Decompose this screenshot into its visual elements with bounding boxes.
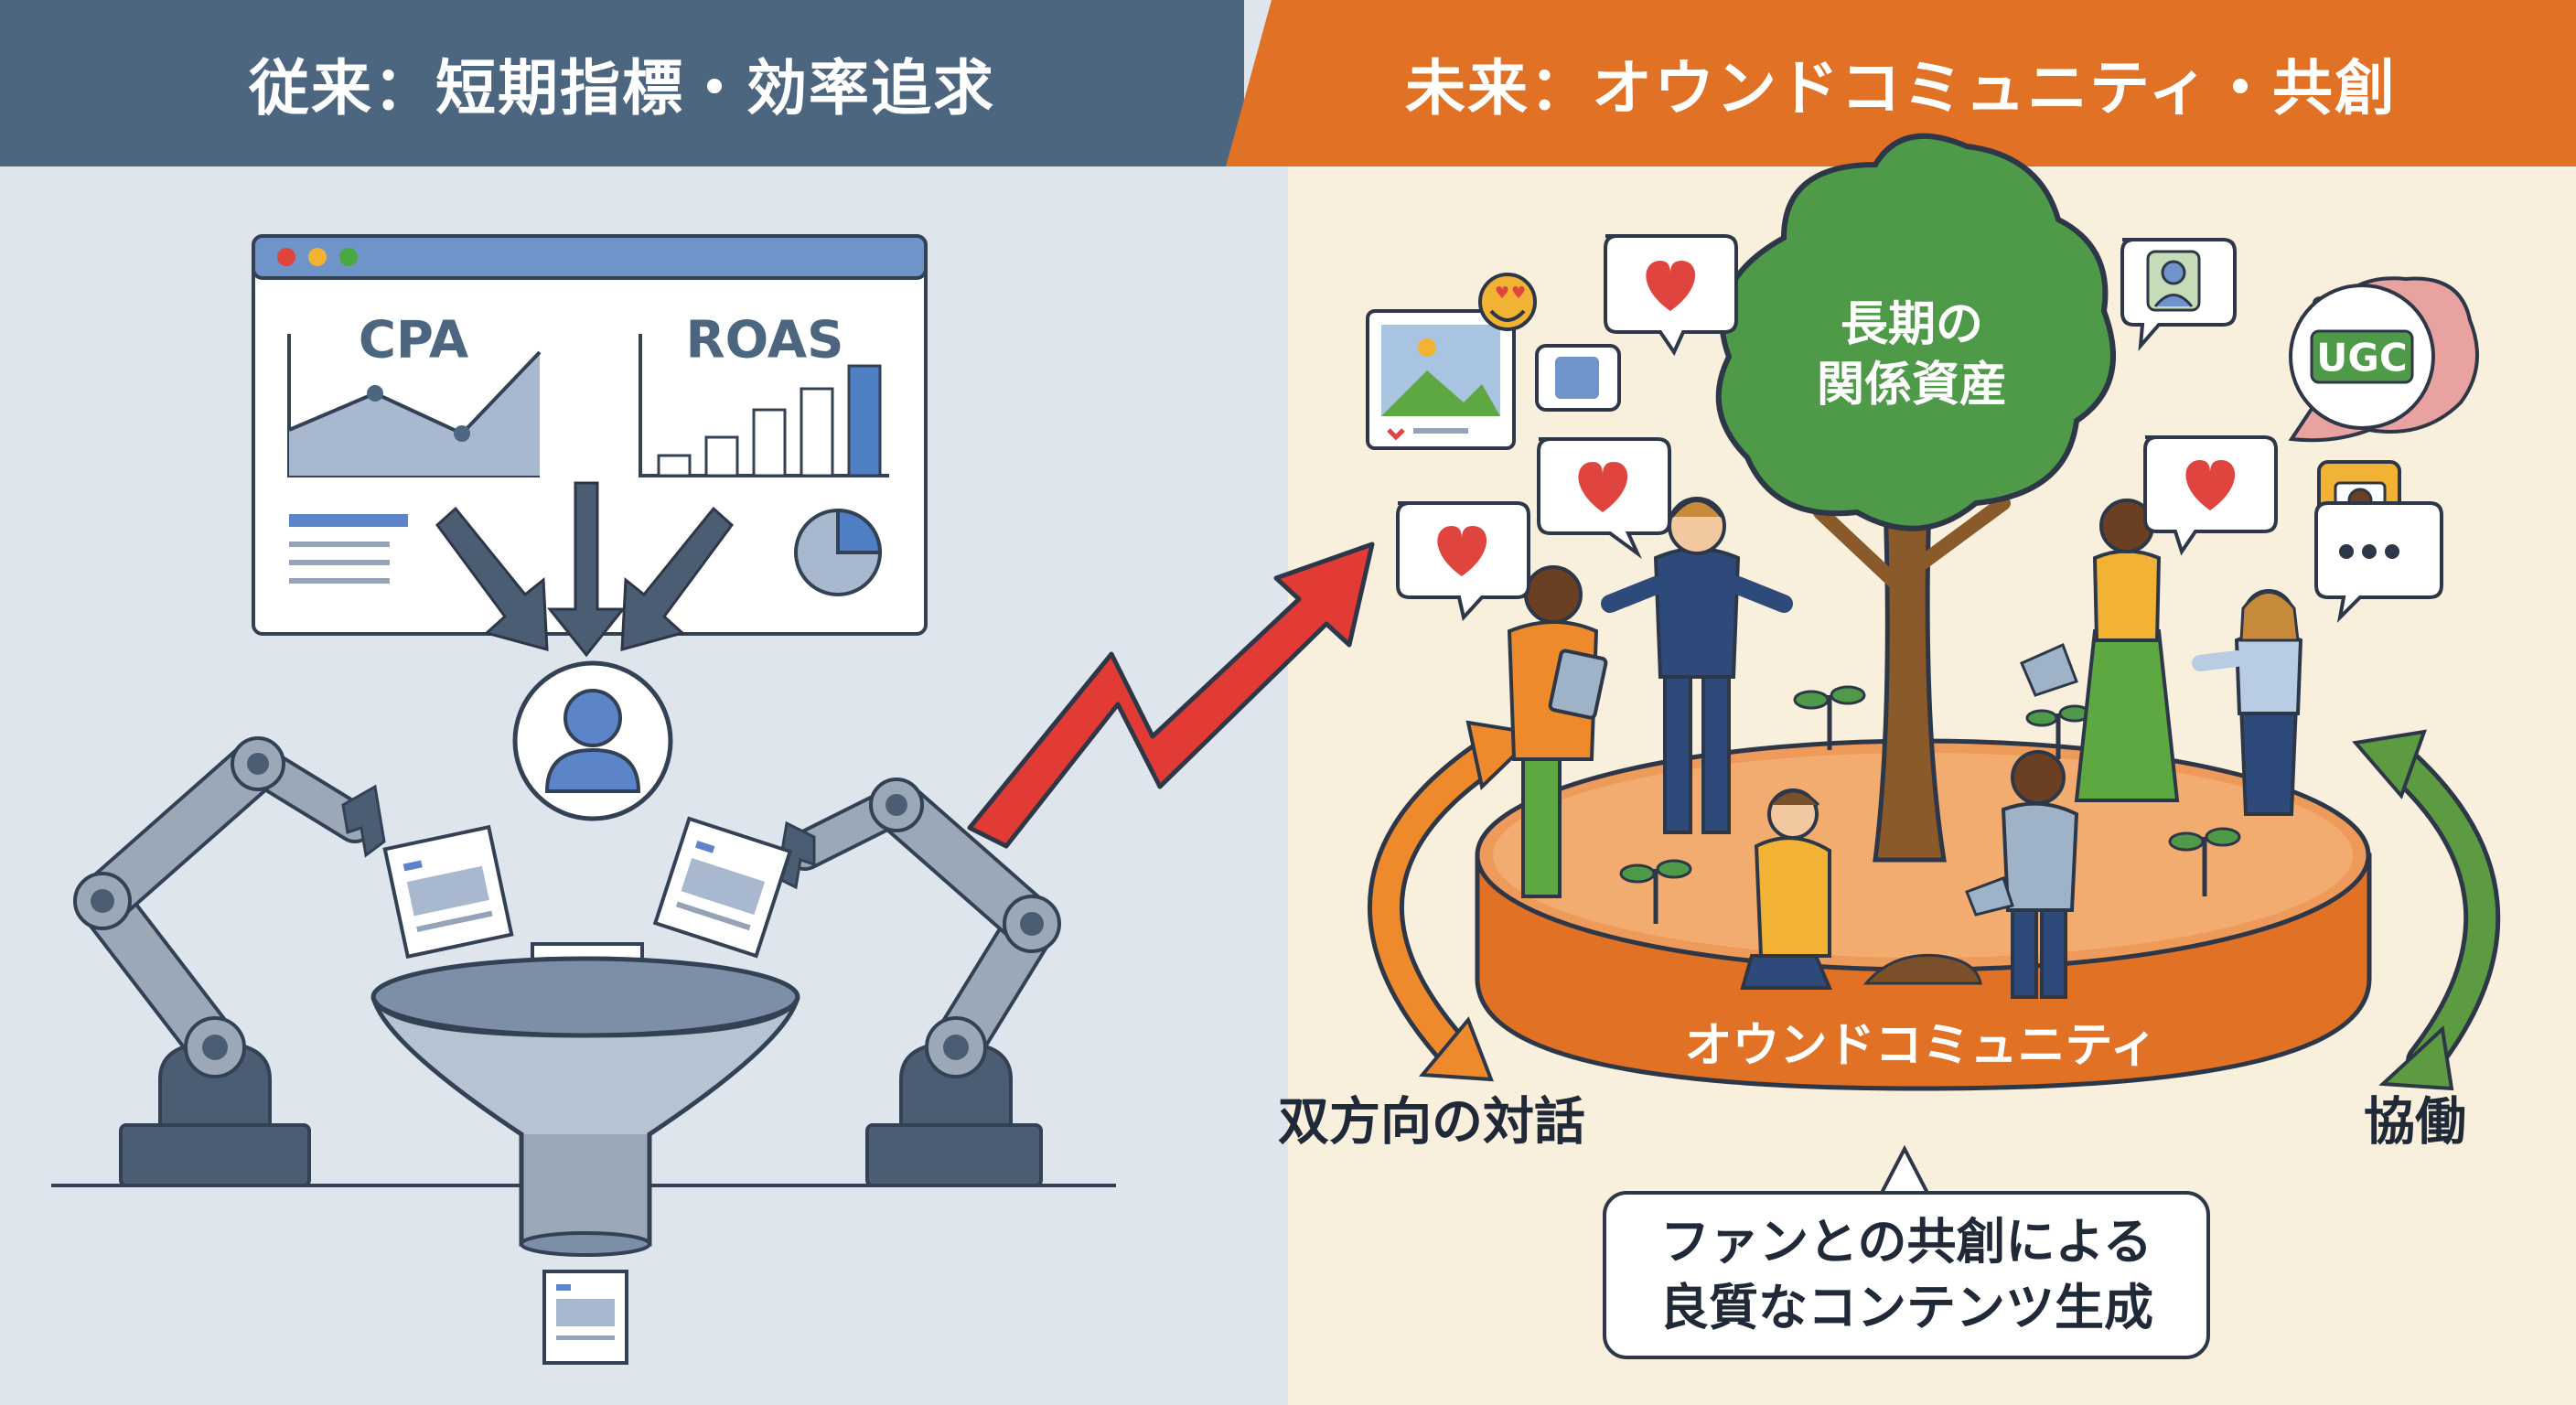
tree-label: 長期の 関係資産 — [1817, 295, 2007, 415]
heart-eyes-emoji-icon: ♥ ♥ — [1478, 273, 1537, 331]
roas-label: ROAS — [685, 310, 844, 370]
window-close-dot — [277, 248, 295, 266]
window-minimize-dot — [308, 248, 327, 266]
content-card — [652, 816, 793, 959]
collaboration-label: 協働 — [2364, 1092, 2466, 1153]
thumbs-up-icon — [1535, 344, 1621, 412]
tree-label-line-2: 関係資産 — [1816, 358, 2008, 413]
profile-bubble-icon — [2120, 238, 2237, 351]
photo-post-icon — [1366, 309, 1516, 450]
community-member-watering-woman — [2020, 499, 2180, 802]
target-user-avatar — [512, 660, 673, 821]
callout-tail — [1877, 1145, 1932, 1196]
heart-bubble-icon — [2143, 435, 2278, 556]
output-content-card — [542, 1270, 628, 1365]
ugc-bubble — [2288, 276, 2479, 443]
window-maximize-dot — [339, 248, 358, 266]
left-header-title: 従来：短期指標・効率追求 — [249, 53, 995, 123]
dialogue-cycle-arrow — [1368, 720, 1541, 1082]
community-member-waving — [2192, 589, 2303, 816]
heart-bubble-icon — [1537, 437, 1671, 560]
funnel-in-arrows — [435, 481, 735, 658]
cpa-line-chart — [287, 334, 542, 477]
text-line-placeholder — [289, 514, 408, 527]
left-header-band: 従来：短期指標・効率追求 — [0, 0, 1244, 166]
content-funnel — [370, 956, 800, 1257]
analytics-dashboard — [252, 234, 928, 636]
relationship-asset-tree — [1715, 133, 2116, 863]
sprouts — [1619, 685, 2241, 924]
svg-text:♥: ♥ — [1511, 284, 1526, 303]
community-member-with-tablet — [1507, 565, 1608, 898]
cpa-label: CPA — [358, 310, 469, 370]
soil-mound — [1862, 953, 1982, 985]
roas-bar-chart — [639, 334, 889, 477]
community-member-kneeling — [1740, 788, 1833, 990]
transition-trend-arrow — [967, 542, 1375, 849]
community-member-in-suit — [1601, 497, 1793, 834]
right-robot-arm — [776, 778, 1061, 1187]
collaboration-cycle-arrow — [2352, 729, 2501, 1091]
right-header-title: 未来：オウンドコミュニティ・共創 — [1404, 53, 2398, 123]
community-member-watering-child — [1965, 750, 2079, 999]
tree-label-line-1: 長期の — [1840, 297, 1984, 352]
platform-label: オウンドコミュニティ — [1684, 1018, 2158, 1074]
heart-bubble-icon — [1604, 234, 1738, 357]
callout-line-2: 良質なコンテンツ生成 — [1659, 1279, 2153, 1336]
chat-dots-bubble-icon — [2314, 501, 2443, 623]
heart-bubble-icon — [1396, 501, 1530, 622]
ugc-badge-text: UGC — [2316, 335, 2408, 381]
dialogue-label: 双方向の対話 — [1278, 1092, 1585, 1153]
callout-line-1: ファンとの共創による — [1660, 1213, 2152, 1271]
left-robot-arm — [73, 736, 386, 1187]
svg-text:♥: ♥ — [1495, 284, 1509, 303]
co-creation-callout: ファンとの共創による 良質なコンテンツ生成 — [1603, 1191, 2210, 1359]
pie-chart-icon — [794, 508, 883, 596]
content-card — [382, 824, 514, 960]
